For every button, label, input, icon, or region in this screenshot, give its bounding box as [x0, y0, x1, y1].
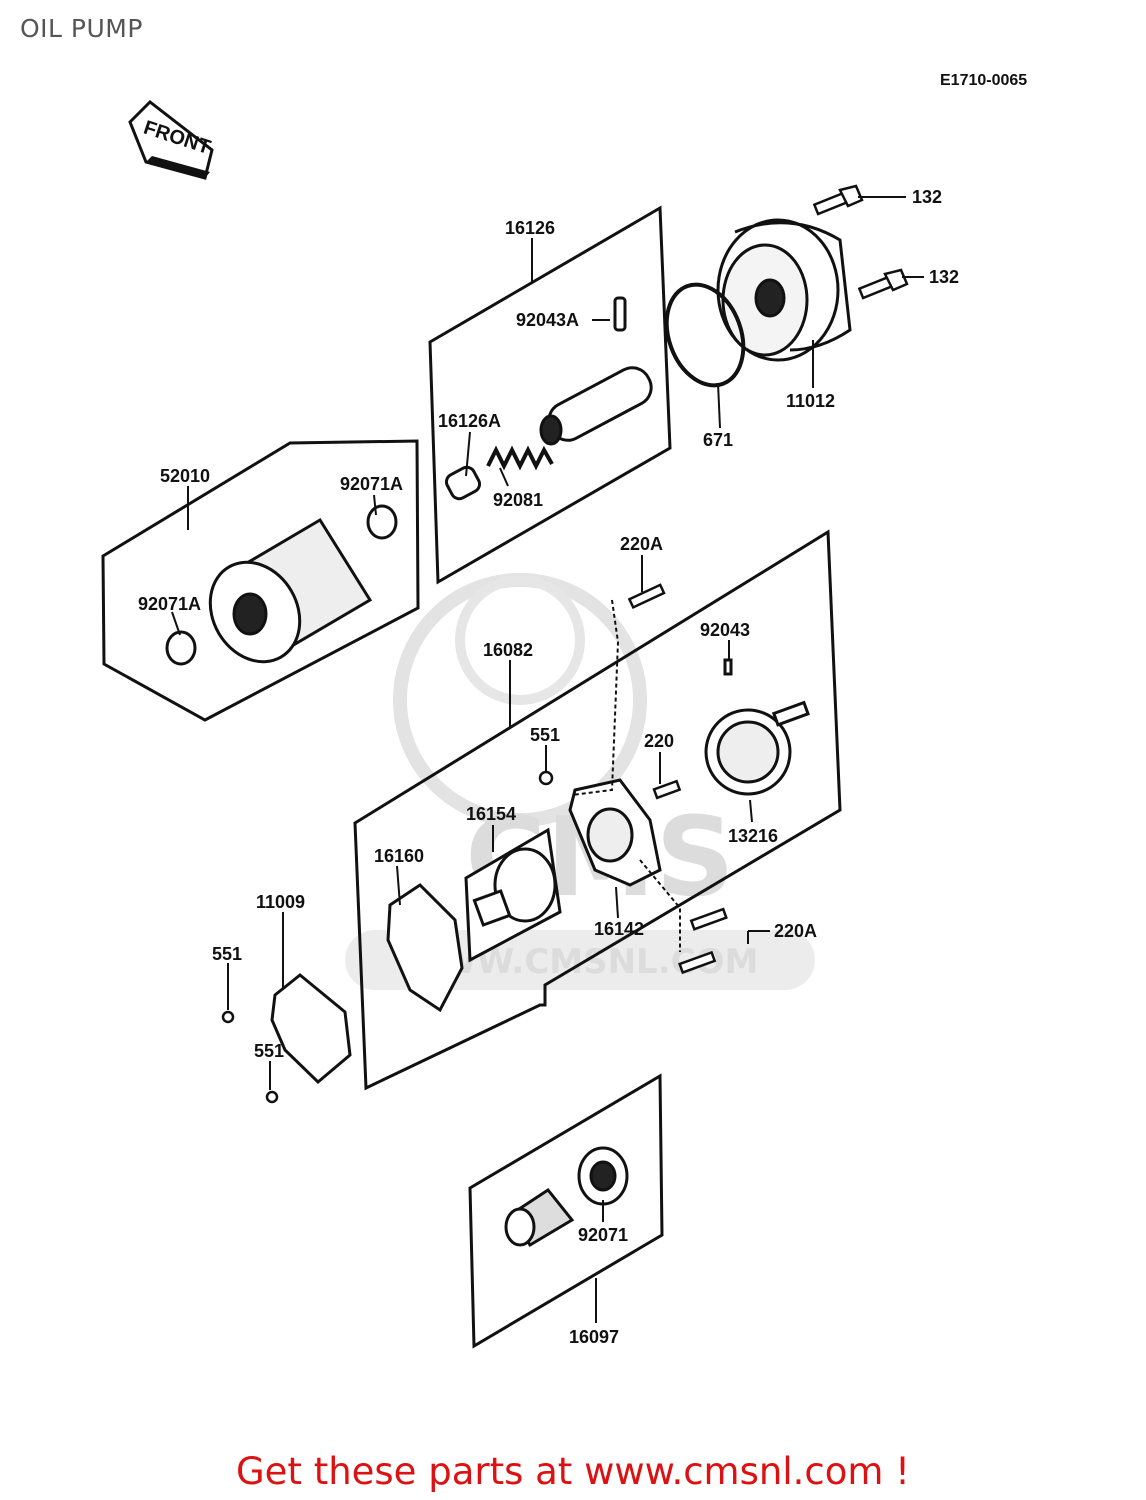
label-92071a-left: 92071A: [138, 594, 201, 614]
oil-filter: [165, 504, 398, 666]
label-16160: 16160: [374, 846, 424, 866]
label-220a-top: 220A: [620, 534, 663, 554]
relief-valve-box: [428, 205, 672, 585]
strainer: [504, 1146, 629, 1248]
label-16142: 16142: [594, 919, 644, 939]
label-551-low: 551: [254, 1041, 284, 1061]
bolts-220a-right: [627, 583, 728, 975]
oil-filter-box: [101, 439, 420, 722]
label-16126a: 16126A: [438, 411, 501, 431]
label-13216: 13216: [728, 826, 778, 846]
pump-gear: [704, 658, 810, 796]
pump-housing: [568, 778, 662, 887]
label-16097: 16097: [569, 1327, 619, 1347]
bolt-132-top: [812, 184, 864, 216]
front-arrow: FRONT: [128, 100, 214, 180]
label-671: 671: [703, 430, 733, 450]
pump-plate-16160: [386, 883, 464, 1013]
page-title: OIL PUMP: [20, 14, 143, 43]
label-16126: 16126: [505, 218, 555, 238]
label-551-mid: 551: [530, 725, 560, 745]
label-220a-right: 220A: [774, 921, 817, 941]
bolt-132-bottom: [857, 268, 909, 300]
pin-551-mid: [538, 770, 554, 786]
label-132-top: 132: [912, 187, 942, 207]
pump-cover: [716, 218, 852, 362]
o-ring-671: [664, 282, 746, 388]
label-92043: 92043: [700, 620, 750, 640]
label-92081: 92081: [493, 490, 543, 510]
rotor-box: [464, 827, 562, 963]
label-551-left: 551: [212, 944, 242, 964]
label-16082: 16082: [483, 640, 533, 660]
label-11009: 11009: [256, 892, 305, 912]
relief-valve-parts: [444, 296, 653, 501]
label-132-bottom: 132: [929, 267, 959, 287]
leader-lines: [171, 196, 924, 1323]
pin-551-left: [221, 1010, 235, 1024]
pin-551-low: [265, 1090, 279, 1104]
label-92071a-top: 92071A: [340, 474, 403, 494]
diagram-code: E1710-0065: [940, 72, 1028, 89]
label-220: 220: [644, 731, 674, 751]
label-52010: 52010: [160, 466, 210, 486]
label-16154: 16154: [466, 804, 516, 824]
part-labels: 132 132 11012 671 16126 92043A 16126A 92…: [138, 187, 959, 1347]
label-11012: 11012: [786, 391, 835, 411]
label-92071: 92071: [578, 1225, 628, 1245]
strainer-box: [468, 1073, 664, 1349]
pump-body-box: [353, 529, 842, 1091]
gasket-11009: [270, 973, 352, 1085]
label-92043a: 92043A: [516, 310, 579, 330]
footer-promo[interactable]: Get these parts at www.cmsnl.com !: [235, 1450, 910, 1493]
